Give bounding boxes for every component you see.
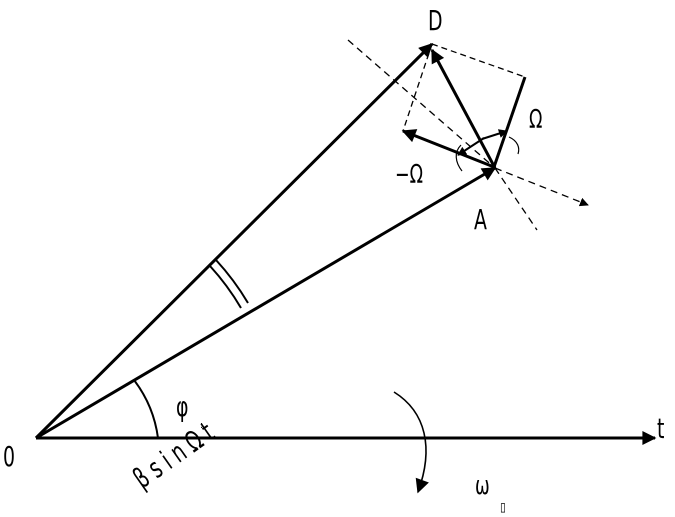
dashed-radial-extension bbox=[494, 167, 589, 207]
phi-angle-arc bbox=[133, 379, 159, 439]
phasor-oa bbox=[35, 166, 497, 440]
point-d-label: D bbox=[428, 4, 443, 37]
phi-subscript: : bbox=[200, 420, 203, 431]
beta-sin-omega-t-label: β s i n Ω t bbox=[127, 416, 220, 495]
omega0-label: ω bbox=[475, 471, 490, 500]
small-arrow-left bbox=[457, 137, 485, 156]
omega-neg-rotation-arc bbox=[455, 144, 463, 172]
omega0-rotation-arrow bbox=[393, 391, 429, 494]
dashed-edge-top bbox=[431, 43, 526, 78]
phasor-od bbox=[34, 42, 434, 440]
omega-neg-label: −Ω bbox=[395, 160, 423, 189]
beta-angle-arc-inner bbox=[209, 265, 242, 309]
omega-pos-rotation-arc bbox=[508, 136, 520, 155]
point-a-label: A bbox=[474, 203, 488, 236]
phi-label: φ bbox=[176, 390, 188, 423]
vector-plus-omega bbox=[492, 76, 527, 168]
t-axis-label: t bbox=[657, 412, 665, 445]
dashed-edge-left bbox=[402, 43, 433, 132]
omega-pos-label: Ω bbox=[529, 105, 542, 134]
dashed-tangent-extension bbox=[494, 167, 538, 231]
vector-ad bbox=[430, 48, 497, 169]
small-arrow-right bbox=[481, 129, 508, 140]
omega0-subscript: ▯ bbox=[500, 500, 506, 514]
origin-label: 0 bbox=[3, 440, 15, 473]
beta-angle-arc-outer bbox=[215, 259, 249, 304]
vector-minus-omega bbox=[401, 129, 495, 169]
